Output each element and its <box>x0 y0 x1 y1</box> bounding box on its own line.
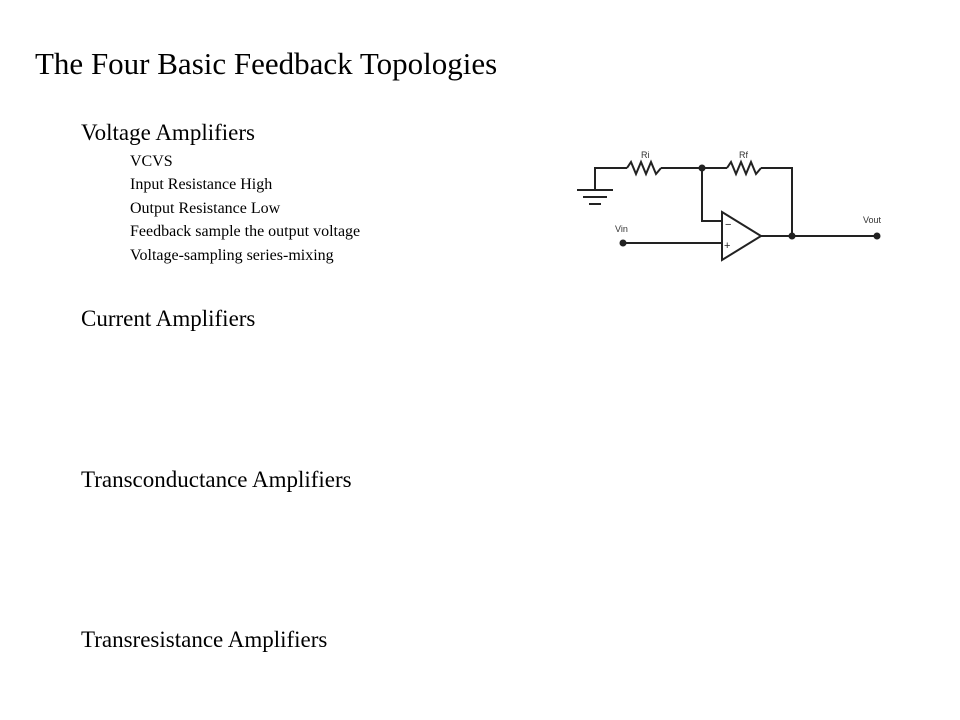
label-ri: Ri <box>641 150 650 160</box>
label-vout: Vout <box>863 215 882 225</box>
opamp-icon <box>721 210 763 262</box>
heading-current-amplifiers: Current Amplifiers <box>81 306 256 331</box>
resistor-rf <box>726 159 762 177</box>
heading-transconductance-amplifiers: Transconductance Amplifiers <box>81 467 352 492</box>
bullet-item: VCVS <box>130 153 173 170</box>
ground-wire <box>594 167 627 190</box>
bullet-item: Feedback sample the output voltage <box>130 223 361 241</box>
non-inverting-amplifier-circuit: Ri Rf Vin Vout − + <box>577 150 882 262</box>
resistor-ri <box>626 159 662 177</box>
heading-voltage-amplifiers: Voltage Amplifiers <box>81 120 255 145</box>
junction-dot <box>698 164 706 172</box>
vout-terminal <box>873 232 881 240</box>
wire-rf-output <box>761 167 793 236</box>
opamp-plus-sign: + <box>724 240 730 252</box>
wire-feedback-inverting <box>701 168 722 222</box>
ground-icon <box>577 189 613 205</box>
bullet-item: Voltage-sampling series-mixing <box>130 246 334 264</box>
slide-title: The Four Basic Feedback Topologies <box>35 46 498 81</box>
vin-terminal <box>619 239 627 247</box>
heading-transresistance-amplifiers: Transresistance Amplifiers <box>81 627 328 652</box>
voltage-amplifier-bullets: VCVS Input Resistance High Output Resist… <box>130 150 360 267</box>
bullet-item: Input Resistance High <box>130 176 273 194</box>
label-vin: Vin <box>615 224 628 234</box>
bullet-item: Output Resistance Low <box>130 199 281 217</box>
label-rf: Rf <box>739 150 748 160</box>
junction-dot <box>788 232 796 240</box>
opamp-minus-sign: − <box>725 219 731 231</box>
